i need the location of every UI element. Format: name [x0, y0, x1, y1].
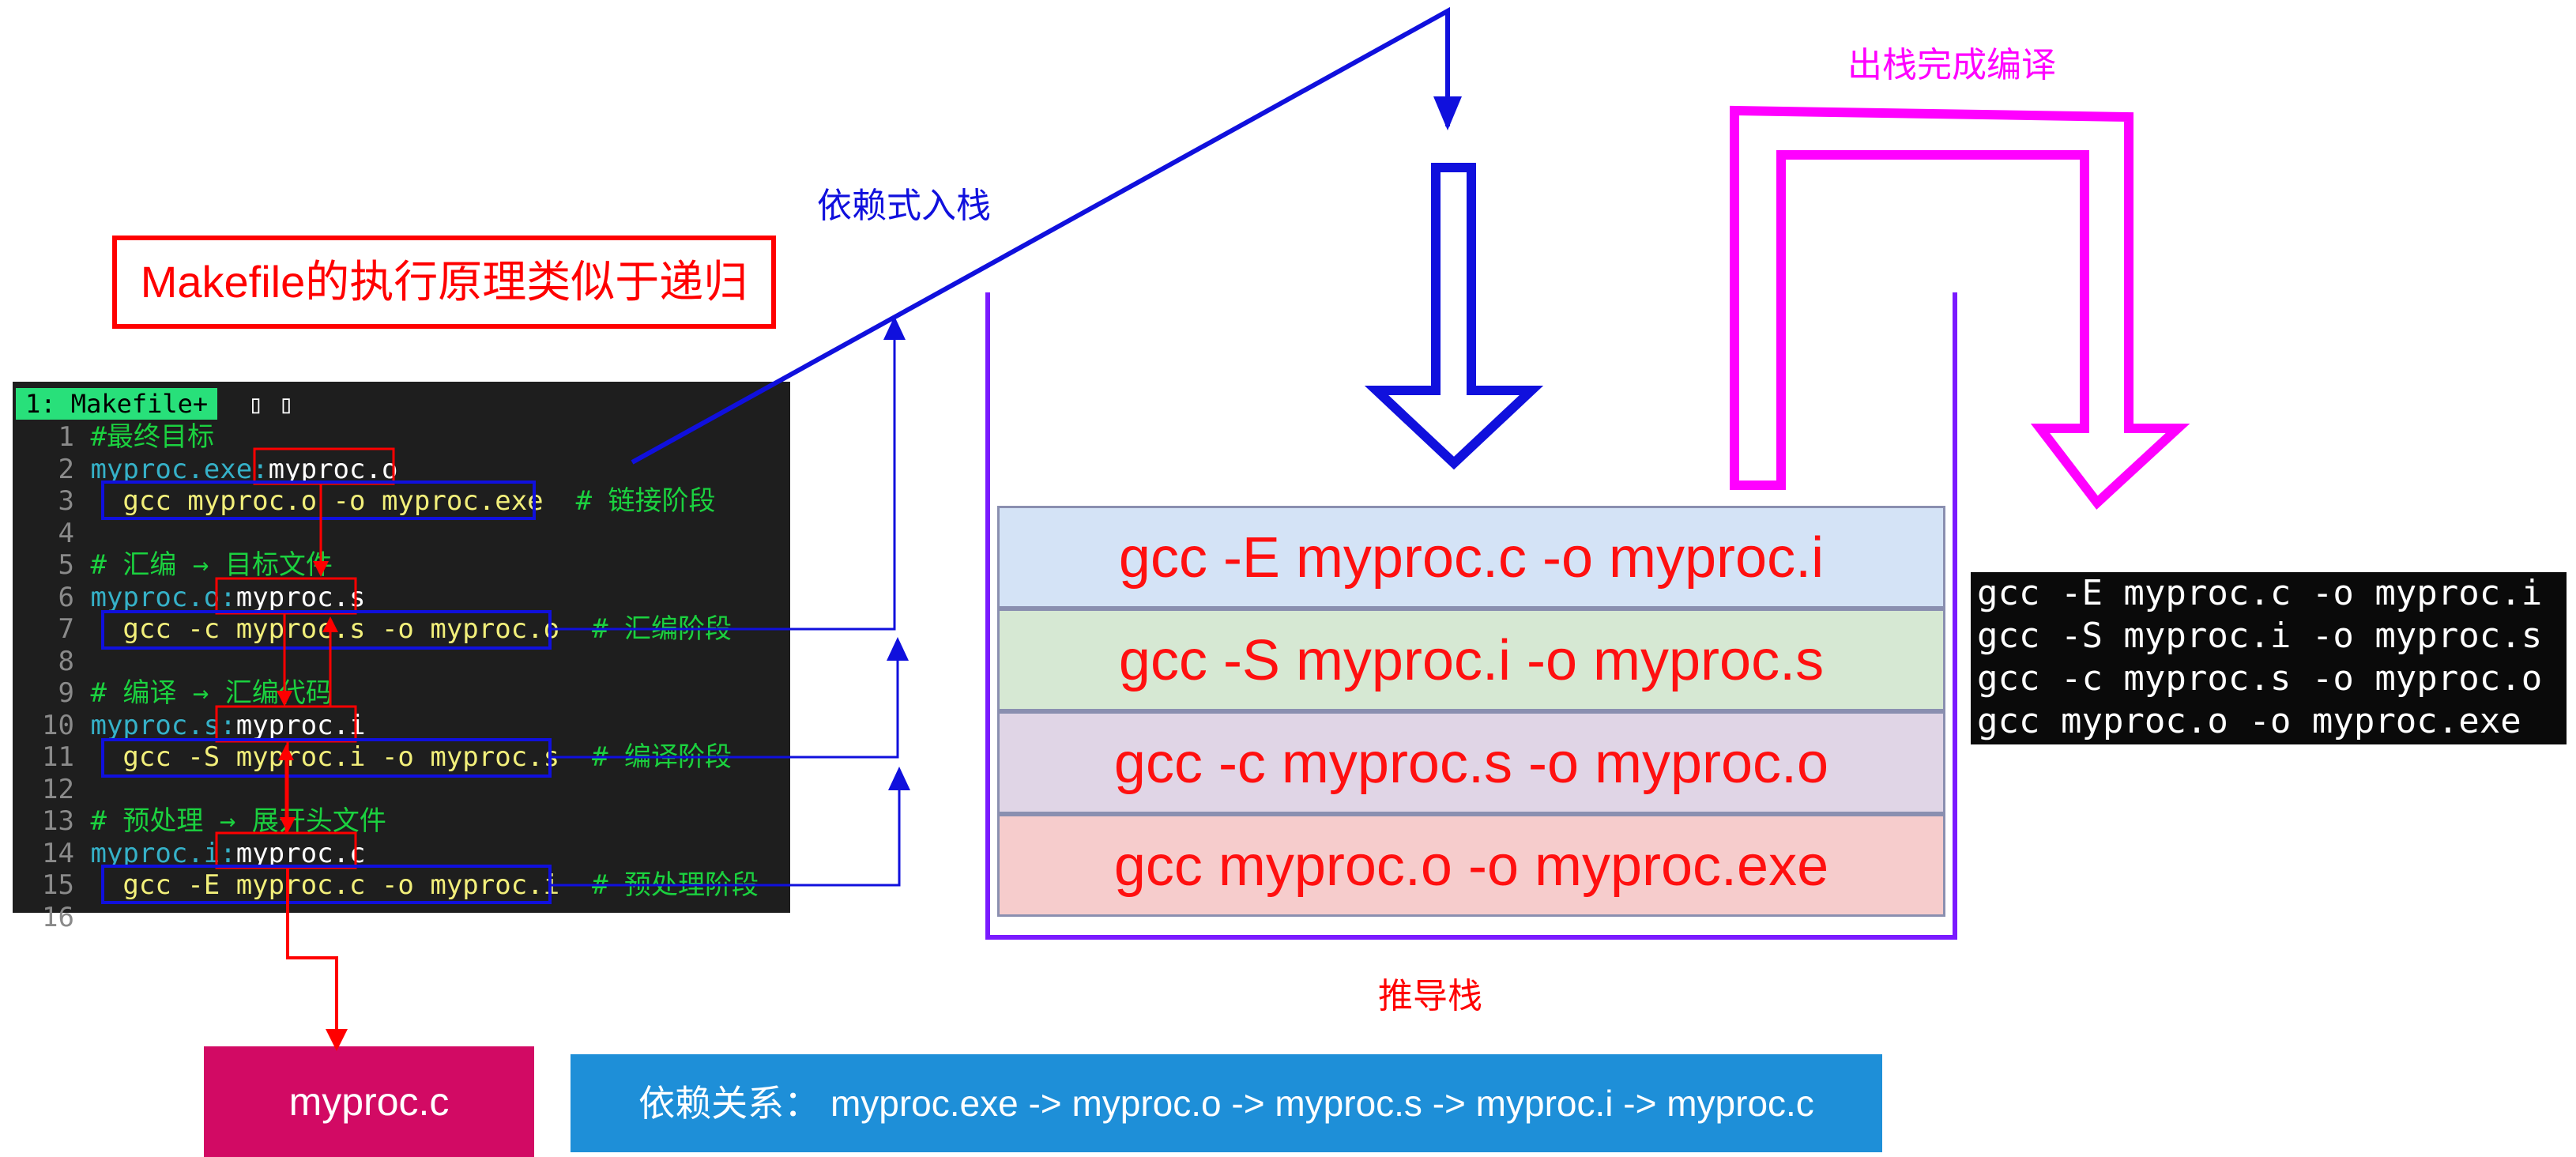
dependency-box: 依赖关系： myproc.exe -> myproc.o -> myproc.s… [571, 1054, 1882, 1152]
target-name: myproc.exe: [90, 453, 269, 485]
diagram-title: Makefile的执行原理类似于递归 [112, 236, 776, 329]
stack-label: 推导栈 [1378, 977, 1482, 1016]
push-arrow-head [1433, 96, 1462, 130]
command-text: gcc -S myproc.i -o myproc.s [122, 741, 560, 773]
line-number: 2 [58, 453, 74, 485]
line-number: 10 [42, 709, 74, 741]
comment-text: # 预处理 → 展开头文件 [90, 805, 386, 837]
editor-line: 3 gcc myproc.o -o myproc.exe # 链接阶段 [13, 485, 716, 517]
cmd-arrow-7-head [883, 316, 906, 340]
dependency-label: 依赖关系： myproc.exe -> myproc.o -> myproc.s… [638, 1083, 1814, 1124]
stage-comment: # 预处理阶段 [592, 869, 759, 901]
dependency-name: myproc.o [268, 453, 398, 485]
terminal-line: gcc myproc.o -o myproc.exe [1977, 701, 2521, 741]
line-number: 7 [58, 613, 74, 645]
source-file-box: myproc.c [204, 1046, 534, 1157]
target-name: myproc.s: [90, 709, 236, 741]
command-text: gcc -E myproc.c -o myproc.i [122, 869, 560, 901]
line-number: 3 [58, 485, 74, 517]
line-number: 13 [42, 805, 74, 837]
line-number: 16 [42, 901, 74, 933]
source-file-label: myproc.c [288, 1080, 450, 1124]
stack-item: gcc myproc.o -o myproc.exe [997, 814, 1945, 917]
pop-arrow [1730, 105, 2190, 510]
tab-placeholder-icons: ▯ ▯ [248, 389, 294, 419]
stage-comment: # 链接阶段 [575, 485, 716, 517]
command-text: gcc myproc.o -o myproc.exe [122, 485, 544, 517]
stack-item: gcc -E myproc.c -o myproc.i [997, 506, 1945, 609]
editor-line: 7 gcc -c myproc.s -o myproc.o # 汇编阶段 [13, 613, 733, 645]
hollow-down-arrow [1364, 163, 1544, 470]
editor-line: 13 # 预处理 → 展开头文件 [13, 805, 386, 837]
line-number: 6 [58, 581, 74, 613]
editor-line: 1 #最终目标 [13, 421, 214, 453]
editor-line: 4 [13, 518, 74, 549]
line-number: 5 [58, 549, 74, 581]
terminal-line: gcc -c myproc.s -o myproc.o [1977, 658, 2543, 699]
editor-line: 12 [13, 774, 74, 805]
cmd-arrow-11-head [887, 637, 909, 661]
comment-text: # 汇编 → 目标文件 [90, 549, 333, 581]
stack-item: gcc -c myproc.s -o myproc.o [997, 711, 1945, 814]
push-label: 依赖式入栈 [817, 187, 991, 225]
terminal-line: gcc -S myproc.i -o myproc.s [1977, 616, 2543, 656]
editor-line: 8 [13, 646, 74, 677]
pop-label: 出栈完成编译 [1847, 46, 2056, 85]
comment-text: # 编译 → 汇编代码 [90, 677, 333, 709]
terminal-line: gcc -E myproc.c -o myproc.i [1977, 573, 2543, 613]
editor-line: 5 # 汇编 → 目标文件 [13, 549, 333, 581]
editor-line: 14 myproc.i:myproc.c [13, 838, 365, 869]
editor-line: 16 [13, 902, 74, 933]
command-text: gcc -c myproc.s -o myproc.o [122, 613, 560, 645]
comment-text: #最终目标 [90, 421, 214, 453]
editor-line: 2 myproc.exe:myproc.o [13, 453, 398, 485]
cmd-arrow-15-head [888, 767, 910, 790]
stage-comment: # 汇编阶段 [592, 613, 733, 645]
editor-tab[interactable]: 1: Makefile+ [16, 388, 218, 420]
line-number: 14 [42, 837, 74, 869]
line-number: 1 [58, 421, 74, 453]
editor-line: 9 # 编译 → 汇编代码 [13, 677, 333, 709]
target-name: myproc.o: [90, 581, 236, 613]
line-number: 11 [42, 741, 74, 773]
stage-comment: # 编译阶段 [592, 741, 733, 773]
target-name: myproc.i: [90, 837, 236, 869]
line-number: 12 [42, 773, 74, 805]
line-number: 8 [58, 645, 74, 677]
editor-line: 6 myproc.o:myproc.s [13, 581, 366, 613]
dependency-name: myproc.c [235, 837, 366, 869]
line-number: 15 [42, 869, 74, 901]
editor-line: 15 gcc -E myproc.c -o myproc.i # 预处理阶段 [13, 869, 759, 901]
stack-item: gcc -S myproc.i -o myproc.s [997, 609, 1945, 711]
line-number: 9 [58, 677, 74, 709]
line-number: 4 [58, 517, 74, 549]
editor-line: 10 myproc.s:myproc.i [13, 710, 365, 741]
dependency-name: myproc.i [235, 709, 366, 741]
editor-line: 11 gcc -S myproc.i -o myproc.s # 编译阶段 [13, 741, 732, 773]
dependency-name: myproc.s [235, 581, 366, 613]
